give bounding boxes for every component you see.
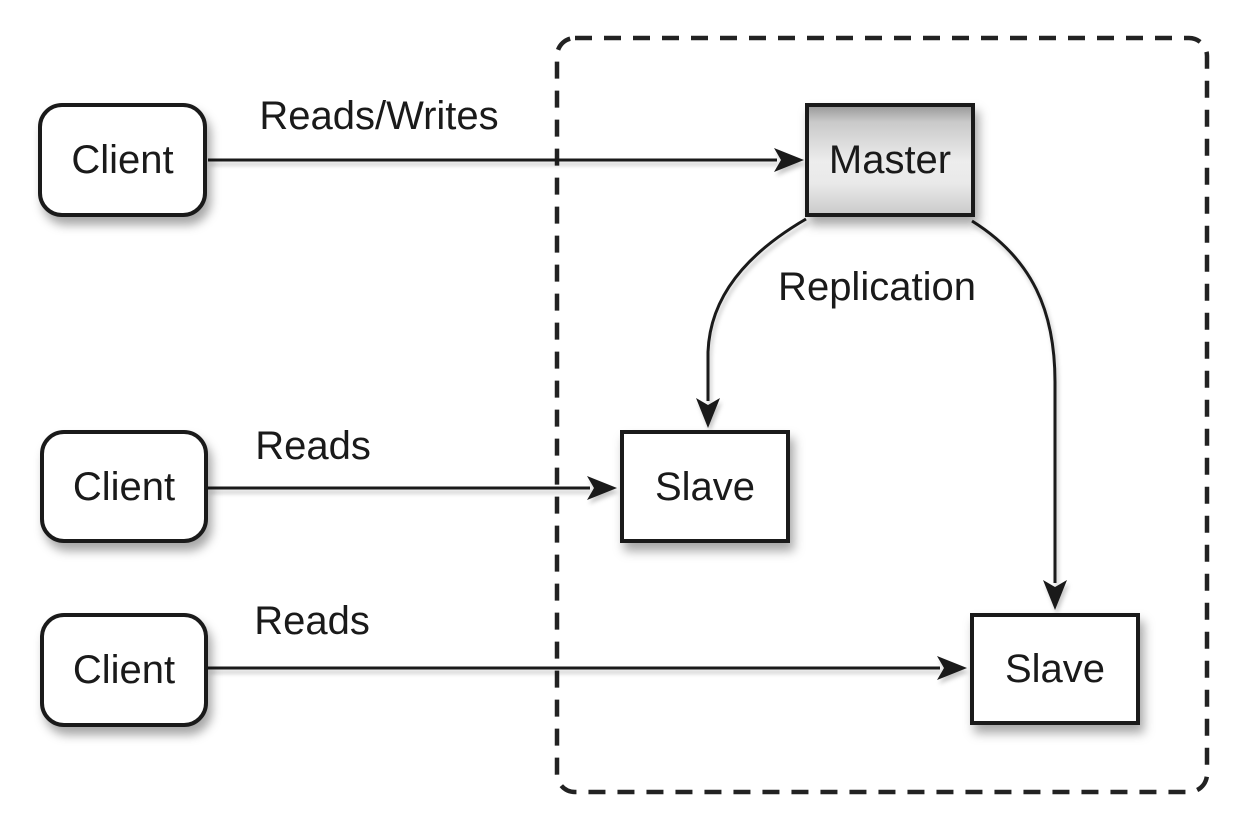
edge-master-slave2-curve	[971, 219, 1057, 583]
edge-master-slave2-arrowhead	[1043, 580, 1067, 610]
node-client-2-label: Client	[72, 464, 176, 509]
node-client-3-label: Client	[72, 648, 176, 692]
node-master: Master	[805, 103, 975, 217]
node-slave-1: Slave	[620, 430, 790, 543]
edge-master-slave1-arrowhead	[696, 398, 720, 428]
node-client-2: Client	[40, 430, 208, 543]
node-master-label: Master	[828, 138, 952, 182]
edge-label-reads-2: Reads	[254, 599, 370, 643]
node-slave-2: Slave	[970, 613, 1140, 725]
edge-label-replication: Replication	[778, 265, 976, 309]
edge-client2-slave1-arrowhead	[587, 476, 617, 500]
node-client-1: Client	[38, 103, 207, 217]
node-client-3: Client	[40, 613, 208, 727]
edge-client1-master-arrowhead	[774, 148, 804, 172]
edge-client3-slave2-arrowhead	[937, 656, 967, 680]
edge-master-slave1-curve	[706, 217, 807, 401]
replication-boundary-dashed-box	[554, 35, 1210, 795]
edge-label-reads-1: Reads	[255, 424, 371, 468]
node-slave-2-label: Slave	[1004, 647, 1106, 691]
node-slave-1-label: Slave	[654, 464, 756, 509]
edge-label-reads-writes: Reads/Writes	[259, 94, 499, 138]
node-client-1-label: Client	[71, 138, 174, 182]
